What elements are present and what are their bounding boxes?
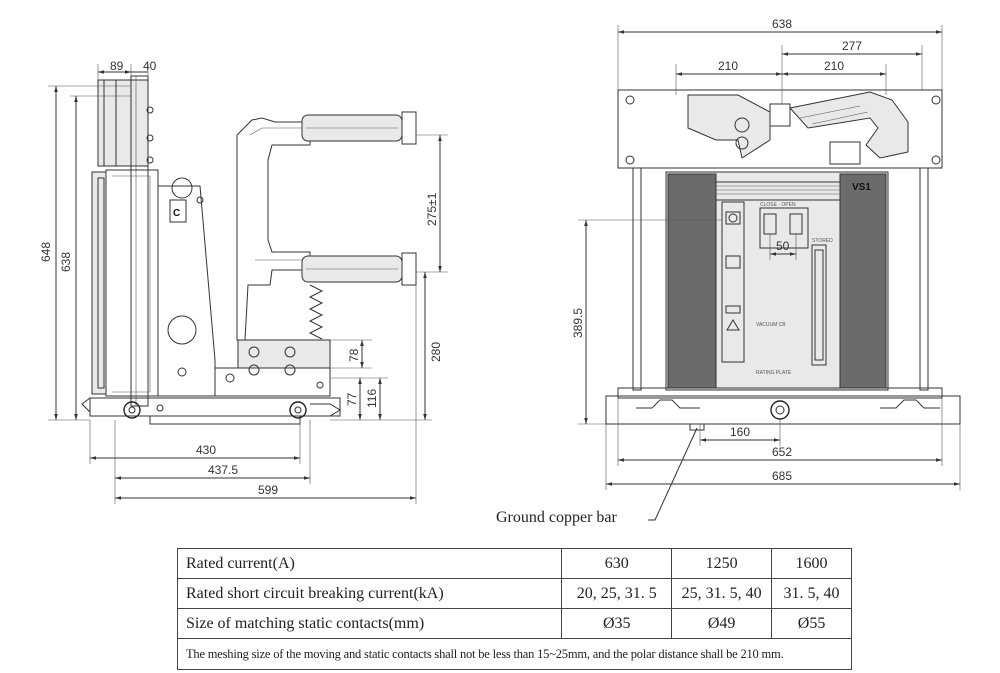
dim-height: 389.5 [571, 308, 585, 338]
table-note: The meshing size of the moving and stati… [177, 638, 852, 670]
technical-drawing: C [39, 17, 961, 526]
dim-contact-height: 280 [429, 342, 443, 362]
table-cell: 31. 5, 40 [771, 578, 852, 609]
dim-pole-b: 210 [824, 59, 844, 73]
table-row: Rated current(A) 630 1250 1600 [176, 548, 852, 579]
dim-depth-b: 437.5 [208, 463, 238, 477]
svg-text:CLOSE · OPEN: CLOSE · OPEN [760, 202, 796, 208]
table-cell: Ø49 [671, 608, 773, 639]
table-cell: 1250 [671, 548, 773, 579]
dim-depth-c: 599 [258, 483, 278, 497]
dim-base-width: 685 [772, 469, 792, 483]
dim-center-span: 160 [730, 425, 750, 439]
table-row: Rated short circuit breaking current(kA)… [176, 578, 852, 609]
front-view: CLOSE · OPEN STORED VACUUM CB RATING PLA… [496, 17, 961, 526]
dim-depth-a: 430 [196, 443, 216, 457]
cabinet-label: VS1 [852, 182, 871, 193]
dim-frame-height: 638 [59, 252, 73, 272]
dim-overall-width: 638 [772, 17, 792, 31]
dim-lower-height-a: 77 [345, 392, 359, 406]
dim-rail-width: 652 [772, 445, 792, 459]
table-cell: 25, 31. 5, 40 [671, 578, 773, 609]
dim-lower-height-b: 116 [365, 389, 379, 408]
table-cell: 630 [561, 548, 673, 579]
spec-table: Rated current(A) 630 1250 1600 Rated sho… [176, 548, 852, 670]
table-row: Size of matching static contacts(mm) Ø35… [176, 608, 852, 639]
dim-pole-distance: 275±1 [425, 192, 439, 226]
dim-pole-span: 277 [842, 39, 862, 53]
dim-top-width-a: 89 [110, 59, 124, 73]
dim-overall-height: 648 [39, 242, 53, 262]
table-cell: 20, 25, 31. 5 [561, 578, 673, 609]
svg-text:RATING PLATE: RATING PLATE [756, 370, 792, 376]
table-cell: Ø35 [561, 608, 673, 639]
dim-bracket-height: 78 [347, 348, 361, 362]
table-cell: Ø55 [771, 608, 852, 639]
dim-top-width-b: 40 [143, 59, 157, 73]
svg-text:STORED: STORED [812, 238, 833, 244]
dim-panel-gap: 50 [776, 239, 790, 253]
table-row: The meshing size of the moving and stati… [177, 638, 852, 670]
row-label: Rated current(A) [176, 548, 563, 579]
side-view: C [39, 59, 448, 504]
dim-pole-a: 210 [718, 59, 738, 73]
row-label: Size of matching static contacts(mm) [176, 608, 563, 639]
callout-ground-copper-bar: Ground copper bar [496, 509, 618, 526]
row-label: Rated short circuit breaking current(kA) [176, 578, 563, 609]
svg-text:VACUUM CB: VACUUM CB [756, 322, 786, 328]
svg-text:C: C [173, 208, 180, 219]
table-cell: 1600 [771, 548, 852, 579]
